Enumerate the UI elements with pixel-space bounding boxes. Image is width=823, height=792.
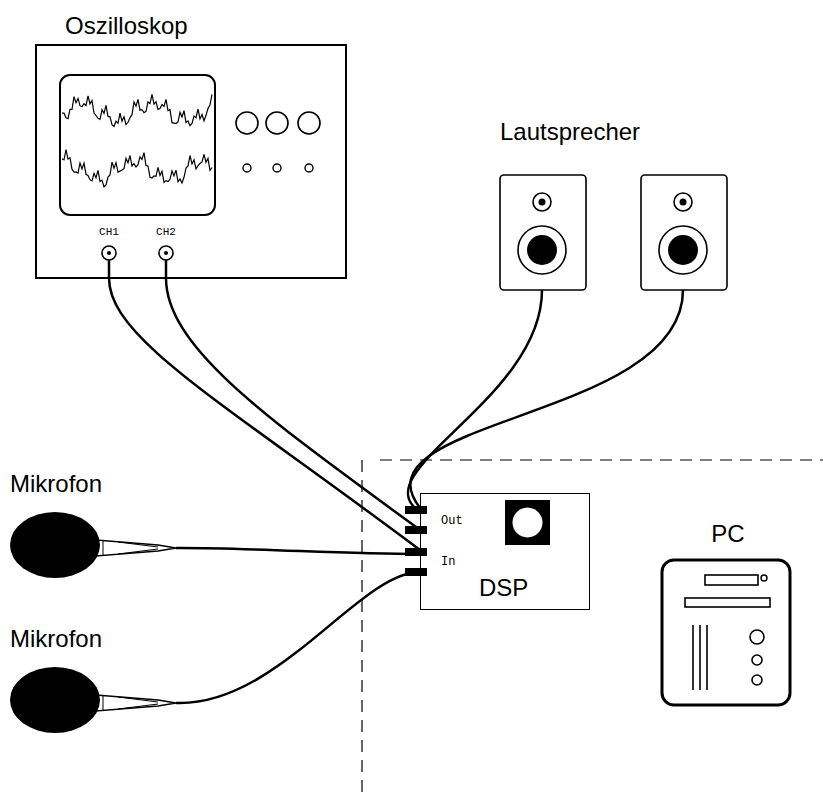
dsp-board: DSP OutIn	[420, 493, 590, 610]
device-label: Lautsprecher	[500, 118, 640, 146]
cable	[408, 290, 542, 512]
device-label: Mikrofon	[10, 470, 102, 498]
channel-label: CH1	[99, 225, 119, 239]
speaker-pair: Lautsprecher	[495, 118, 735, 292]
cable	[410, 290, 683, 508]
channel-label: CH2	[156, 225, 176, 239]
oscilloscope-drawing	[35, 12, 347, 280]
device-label: PC	[660, 520, 796, 548]
cable	[180, 548, 420, 554]
microphone: Mikrofon	[8, 625, 180, 737]
boundary-line	[380, 459, 823, 460]
boundary-line	[361, 460, 362, 792]
pc-tower-drawing	[660, 520, 792, 710]
cable	[109, 278, 420, 550]
cable	[180, 572, 420, 703]
microphone: Mikrofon	[8, 470, 180, 580]
port-label: Out	[441, 514, 463, 529]
device-label: Oszilloskop	[65, 12, 188, 40]
cable-group	[109, 278, 683, 703]
device-label: Mikrofon	[10, 625, 102, 653]
oscilloscope: OszilloskopCH1 CH2	[35, 12, 347, 280]
pc-tower: PC	[660, 520, 796, 710]
device-label: DSP	[479, 574, 528, 602]
port-label: In	[441, 555, 455, 570]
cable	[166, 278, 420, 530]
